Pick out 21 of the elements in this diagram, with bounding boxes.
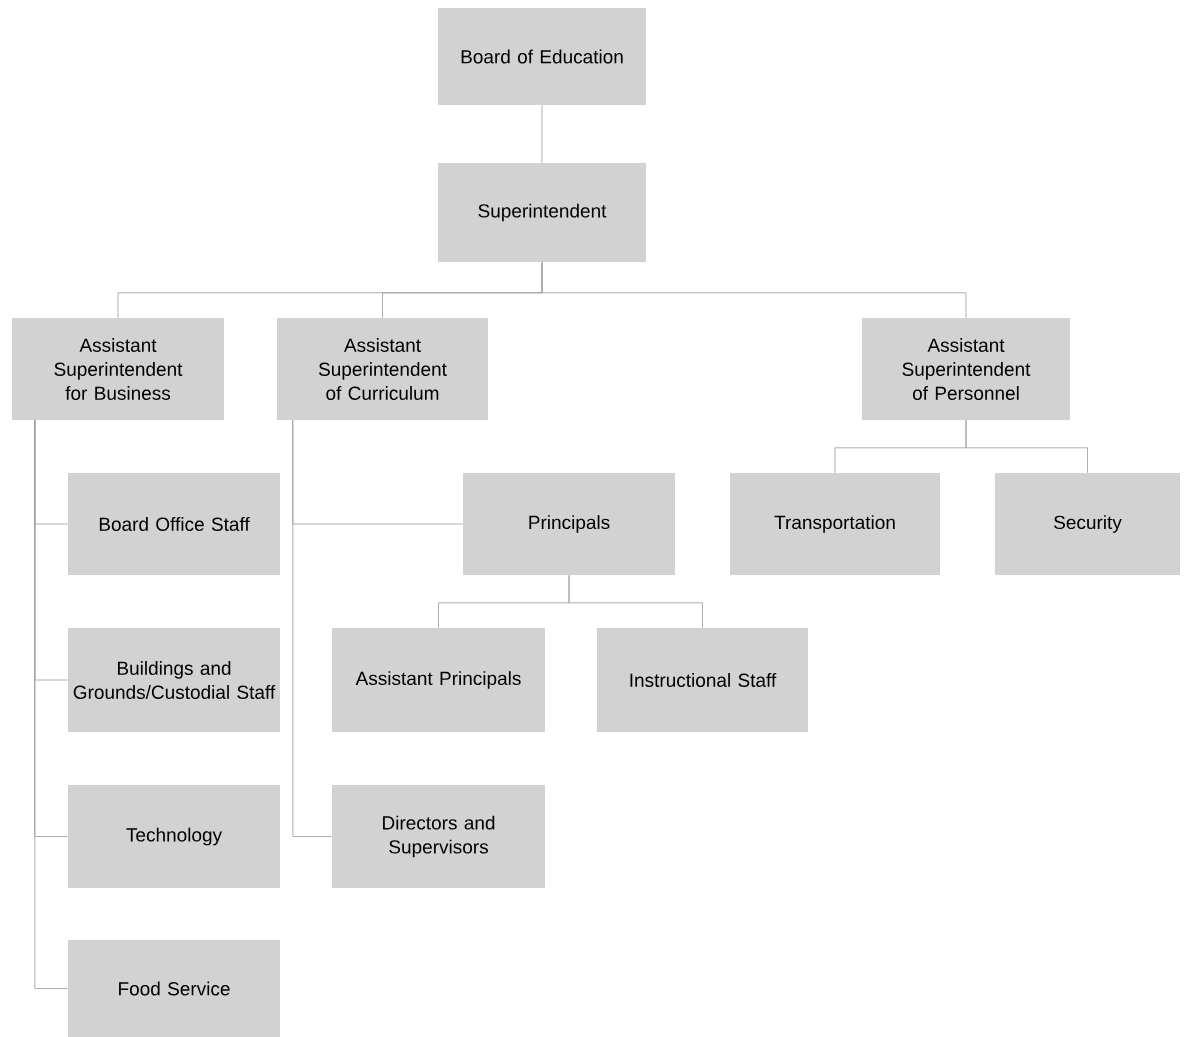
org-box: Assistant Superintendent of Curriculum: [277, 318, 488, 420]
connector-line: [541, 261, 967, 319]
org-box: Transportation: [730, 473, 940, 575]
org-box: Board Office Staff: [68, 473, 280, 575]
connector-line: [541, 104, 543, 164]
org-box: Superintendent: [438, 163, 646, 262]
org-box: Principals: [463, 473, 675, 575]
org-box: Assistant Superintendent of Personnel: [862, 318, 1070, 420]
org-box: Directors and Supervisors: [332, 785, 545, 888]
org-box: Board of Education: [438, 8, 646, 105]
org-box: Food Service: [68, 940, 280, 1037]
org-box: Technology: [68, 785, 280, 888]
connector-line: [34, 419, 69, 989]
connector-line: [292, 419, 333, 837]
org-box: Assistant Superintendent for Business: [12, 318, 224, 420]
org-box: Instructional Staff: [597, 628, 808, 732]
connector-line: [568, 574, 703, 629]
org-box: Buildings and Grounds/Custodial Staff: [68, 628, 280, 732]
connector-line: [965, 419, 1088, 474]
org-box: Assistant Principals: [332, 628, 545, 732]
org-box: Security: [995, 473, 1180, 575]
